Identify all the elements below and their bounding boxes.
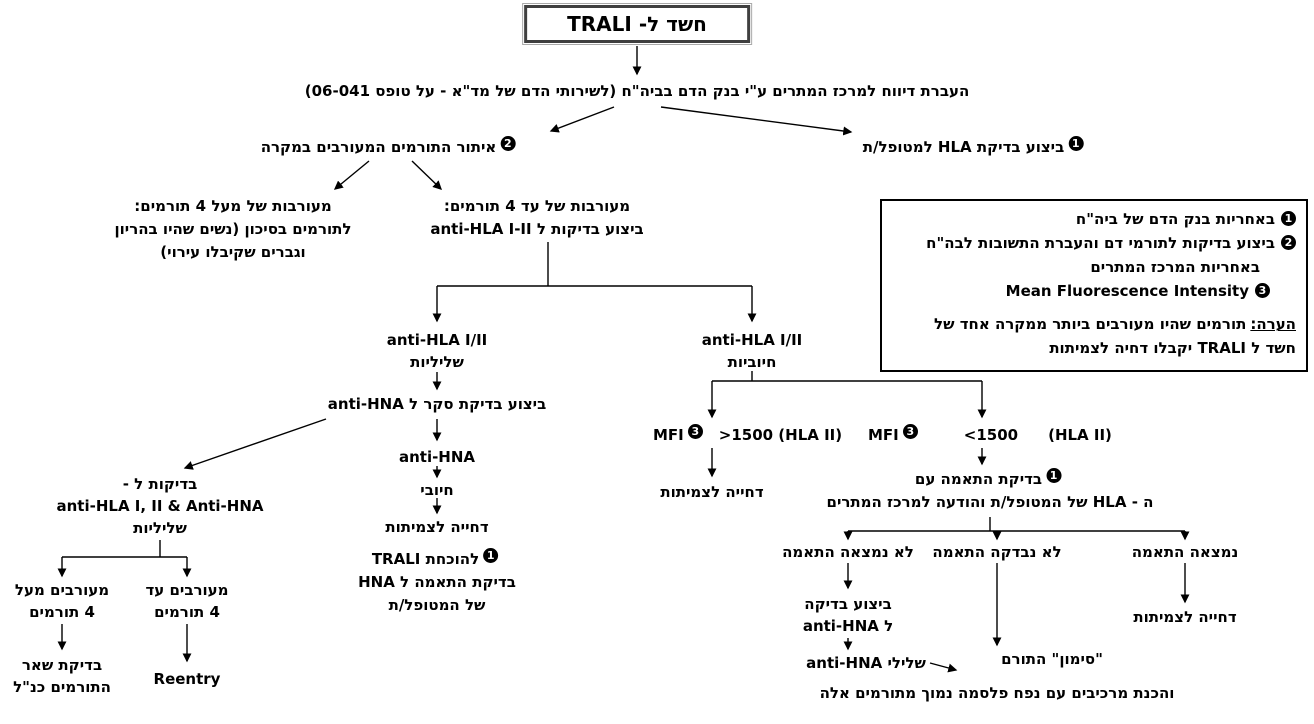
involved-upto4-line1: מעורבים עד bbox=[145, 581, 229, 599]
mfi-low-value: <1500 bbox=[963, 426, 1019, 444]
mfi-low-unit: (HLA II) bbox=[1048, 426, 1112, 444]
mfi-high-value: >1500 (HLA II) bbox=[718, 426, 843, 444]
reentry-node: Reentry bbox=[153, 670, 221, 688]
anti-hla-label: anti-HLA I/II bbox=[386, 331, 488, 349]
legend-note-line-1-text: תורמים שהיו מעורבים ביותר ממקרה אחד של bbox=[934, 315, 1247, 333]
badge-2-icon: 2 bbox=[1281, 235, 1296, 250]
legend-note-line-1: הערה:תורמים שהיו מעורבים ביותר ממקרה אחד… bbox=[892, 312, 1296, 336]
upto4-line1: מעורבות של עד 4 תורמים: bbox=[443, 197, 631, 215]
arrow-report-to-hla-patient bbox=[660, 106, 853, 136]
badge-1-icon: 1 bbox=[483, 548, 499, 563]
legend-line-2-text: ביצוע בדיקות לתורמי דם והעברת התשובות לב… bbox=[926, 234, 1275, 252]
page-title: חשד ל- TRALI bbox=[522, 3, 752, 45]
hla-patient-test-text: ביצוע בדיקת HLA למטופל/ת bbox=[862, 138, 1065, 156]
perform-hna-line2: ל anti-HNA bbox=[802, 617, 894, 635]
legend-line-2: 2 ביצוע בדיקות לתורמי דם והעברת התשובות ל… bbox=[892, 231, 1296, 255]
negtests-line2: anti-HLA I, II & Anti-HNA bbox=[56, 497, 264, 515]
legend-line-4: 3 Mean Fluorescence Intensity bbox=[892, 279, 1296, 303]
anti-hla-negative-node: anti-HLA I/II שליליות bbox=[387, 329, 488, 373]
match-line2: ה - HLA של המטופל/ת והודעה למרכז המתרים bbox=[826, 493, 1154, 511]
badge-3-icon: 3 bbox=[1255, 283, 1270, 298]
over4-line2: לתורמים בסיכון (נשים שהיו בהריון bbox=[114, 220, 352, 238]
legend-line-1-text: באחריות בנק הדם של ביה"ח bbox=[1075, 210, 1275, 228]
deferral-left-node: דחייה לצמיתות bbox=[660, 483, 764, 501]
legend-box: 1 באחריות בנק הדם של ביה"ח 2 ביצוע בדיקות … bbox=[880, 199, 1308, 372]
split-upto4 bbox=[437, 242, 752, 287]
prove-line1-text: להוכחת TRALI bbox=[371, 550, 480, 568]
over4-line1: מעורבות של מעל 4 תורמים: bbox=[134, 197, 332, 215]
badge-1-icon: 1 bbox=[1281, 211, 1296, 226]
mark-donor-node: "סימון" התורם bbox=[1001, 650, 1103, 668]
badge-3-icon: 3 bbox=[687, 424, 703, 439]
hna-screen-test-node: ביצוע בדיקת סקר ל anti-HNA bbox=[327, 395, 547, 413]
test-rest-line2: התורמים כנ"ל bbox=[13, 678, 111, 696]
prove-line1: 1להוכחת TRALI bbox=[358, 548, 516, 571]
badge-1-icon: 1 bbox=[1046, 468, 1062, 483]
match-not-tested-node: לא נבדקה התאמה bbox=[932, 543, 1062, 561]
hna-positive-node: חיובי bbox=[420, 481, 454, 499]
anti-hna-node: anti-HNA bbox=[398, 448, 476, 466]
legend-note-line-2: חשד ל TRALI יקבלו דחיה לצמיתות bbox=[1049, 339, 1296, 357]
negative-label: שליליות bbox=[410, 353, 464, 371]
perform-hna-test-node: ביצוע בדיקה ל anti-HNA bbox=[803, 593, 893, 637]
over4-line3: וגברים שקיבלו עירוי) bbox=[160, 243, 306, 261]
involved-over4-node: מעורבים מעל 4 תורמים bbox=[15, 579, 109, 623]
match-found-node: נמצאה התאמה bbox=[1131, 543, 1239, 561]
prove-trali-node: 1להוכחת TRALI בדיקת התאמה ל HNA של המטופ… bbox=[358, 548, 516, 617]
upto4-line2: ביצוע בדיקות ל anti-HLA I-II bbox=[430, 220, 644, 238]
deferral-right-node: דחייה לצמיתות bbox=[1133, 608, 1237, 626]
deferral-center-node: דחייה לצמיתות bbox=[385, 518, 489, 536]
mfi-label: MFI bbox=[653, 426, 684, 444]
anti-hla-label: anti-HLA I/II bbox=[701, 331, 803, 349]
report-transfer-label: העברת דיווח למרכז המתרים ע"י בנק הדם בבי… bbox=[304, 82, 970, 100]
split-match bbox=[848, 517, 1185, 532]
low-plasma-components-node: והכנת מרכיבים עם נפח פלסמה נמוך מתורמים … bbox=[819, 684, 1175, 702]
match-line1-text: בדיקת התאמה עם bbox=[914, 470, 1043, 488]
prove-line2: בדיקת התאמה ל HNA bbox=[358, 573, 516, 591]
badge-2-icon: 2 bbox=[500, 136, 516, 151]
match-not-found-node: לא נמצאה התאמה bbox=[782, 543, 914, 561]
test-remaining-donors-node: בדיקת שאר התורמים כנ"ל bbox=[13, 654, 111, 698]
test-rest-line1: בדיקת שאר bbox=[21, 656, 103, 674]
match-test-node: 1בדיקת התאמה עם ה - HLA של המטופל/ת והוד… bbox=[826, 468, 1154, 514]
legend-note-label: הערה: bbox=[1250, 315, 1296, 333]
over4-donors-node: מעורבות של מעל 4 תורמים: לתורמים בסיכון … bbox=[115, 195, 352, 264]
involved-upto4-line2: 4 תורמים bbox=[154, 603, 220, 621]
involved-upto4-node: מעורבים עד 4 תורמים bbox=[145, 579, 228, 623]
prove-line3: של המטופל/ת bbox=[388, 596, 486, 614]
mfi-label: MFI bbox=[868, 426, 899, 444]
badge-3-icon: 3 bbox=[902, 424, 918, 439]
split-positive bbox=[712, 371, 982, 382]
locate-donors-text: איתור התורמים המעורבים במקרה bbox=[260, 138, 497, 156]
involved-over4-line2: 4 תורמים bbox=[29, 603, 95, 621]
arrow-report-to-locate bbox=[549, 106, 615, 133]
arrow-locate-to-upto4 bbox=[411, 160, 442, 190]
positive-label: חיוביות bbox=[727, 353, 777, 371]
negtests-line3: שליליות bbox=[133, 519, 187, 537]
arrow-screen-to-negtests bbox=[183, 418, 327, 470]
arrow-hnaneg-to-mark bbox=[929, 662, 958, 673]
anti-hla-positive-node: anti-HLA I/II חיוביות bbox=[702, 329, 803, 373]
badge-1-icon: 1 bbox=[1068, 136, 1084, 151]
split-negtests bbox=[62, 540, 187, 558]
legend-line-3: באחריות המרכז המתרים bbox=[1090, 258, 1260, 276]
legend-line-1: 1 באחריות בנק הדם של ביה"ח bbox=[892, 207, 1296, 231]
legend-line-4-text: Mean Fluorescence Intensity bbox=[1005, 282, 1249, 300]
arrow-locate-to-over4 bbox=[333, 160, 370, 190]
locate-donors-label: 2איתור התורמים המעורבים במקרה bbox=[261, 136, 520, 158]
all-negative-tests-node: בדיקות ל - anti-HLA I, II & Anti-HNA שלי… bbox=[56, 473, 263, 539]
negtests-line1: בדיקות ל - bbox=[122, 475, 198, 493]
perform-hna-line1: ביצוע בדיקה bbox=[804, 595, 892, 613]
hla-patient-test-label: 1ביצוע בדיקת HLA למטופל/ת bbox=[863, 136, 1088, 158]
upto4-donors-node: מעורבות של עד 4 תורמים: ביצוע בדיקות ל a… bbox=[430, 195, 643, 241]
match-line1: 1בדיקת התאמה עם bbox=[827, 468, 1154, 491]
involved-over4-line1: מעורבים מעל bbox=[14, 581, 110, 599]
hna-negative-node: שלילי anti-HNA bbox=[806, 654, 926, 672]
